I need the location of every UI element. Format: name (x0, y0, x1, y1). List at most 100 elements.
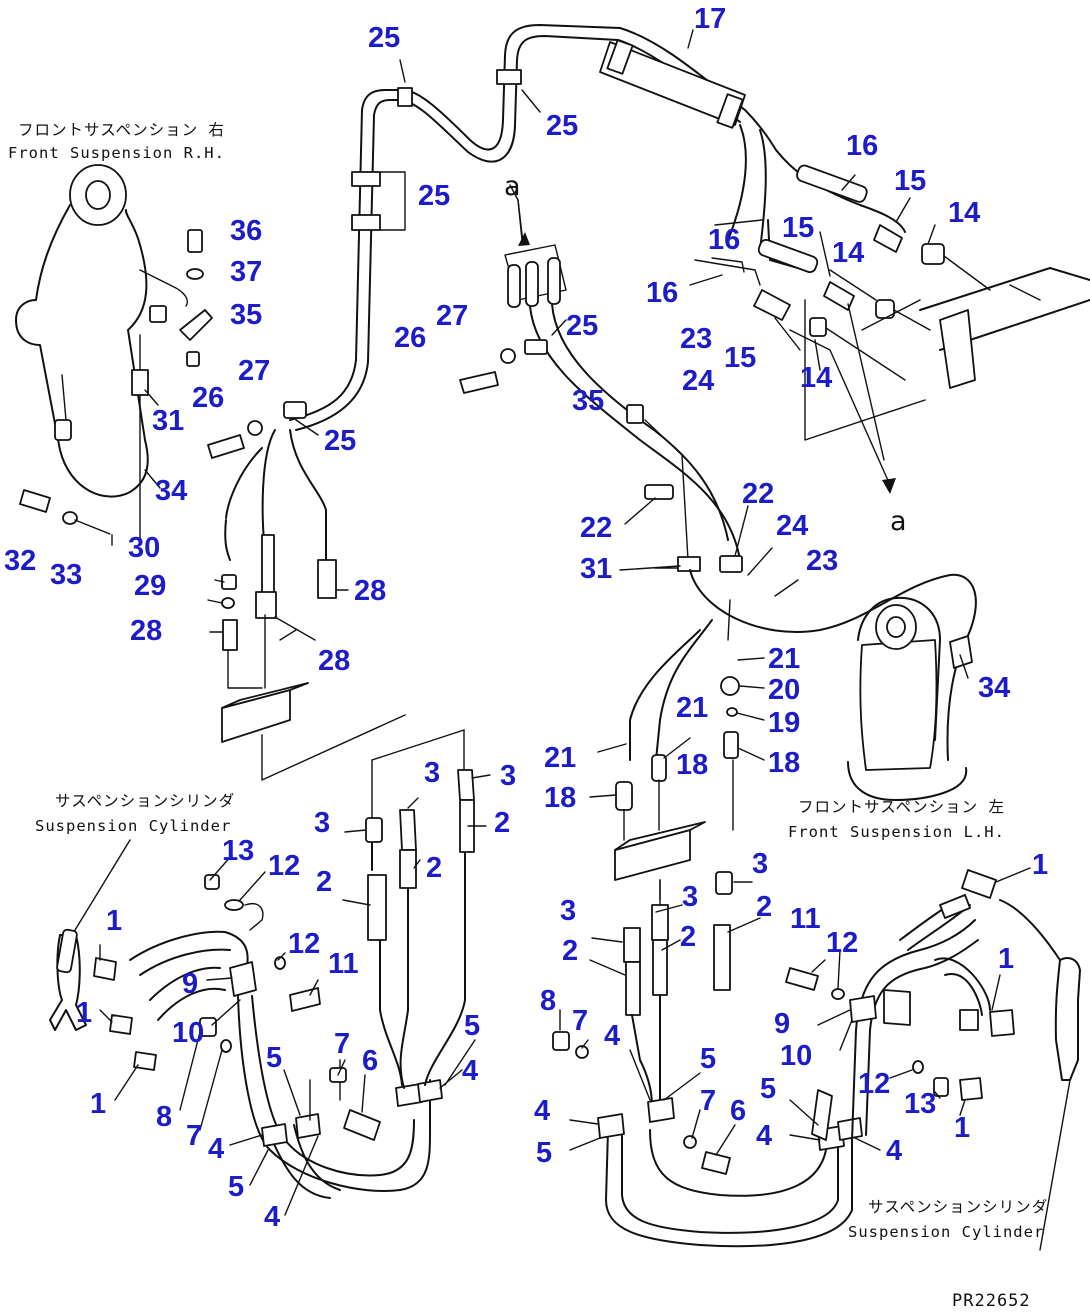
callout-4: 4 (208, 1133, 224, 1165)
callout-4: 4 (756, 1120, 772, 1152)
callout-36: 36 (230, 215, 262, 247)
callout-14: 14 (948, 197, 980, 229)
callout-14: 14 (832, 237, 864, 269)
callout-27: 27 (436, 300, 468, 332)
left-manifold-group (221, 429, 465, 781)
callout-9: 9 (182, 968, 198, 1000)
callout-25: 25 (418, 180, 450, 212)
callout-31: 31 (580, 553, 612, 585)
callout-15: 15 (782, 212, 814, 244)
callout-13: 13 (222, 835, 254, 867)
captions: フロントサスペンション 右 Front Suspension R.H. フロント… (8, 121, 1048, 1311)
callout-4: 4 (604, 1020, 620, 1052)
callout-10: 10 (172, 1017, 204, 1049)
caption-front-lh-jp: フロントサスペンション 左 (798, 798, 1005, 816)
caption-susp-cyl-right-en: Suspension Cylinder (848, 1223, 1044, 1241)
callout-33: 33 (50, 559, 82, 591)
caption-susp-cyl-left-en: Suspension Cylinder (35, 817, 231, 835)
callout-4: 4 (886, 1135, 902, 1167)
callout-22: 22 (742, 478, 774, 510)
callout-1: 1 (998, 943, 1014, 975)
callout-24: 24 (682, 365, 714, 397)
callout-3: 3 (314, 807, 330, 839)
callout-16: 16 (646, 277, 678, 309)
callout-21: 21 (676, 692, 708, 724)
caption-susp-cyl-right-jp: サスペンションシリンダ (868, 1198, 1048, 1216)
callout-4: 4 (462, 1055, 478, 1087)
callout-12: 12 (268, 850, 300, 882)
callout-1: 1 (106, 905, 122, 937)
lower-right-hose-assembly (552, 869, 1081, 1251)
callout-18: 18 (768, 747, 800, 779)
callout-32: 32 (4, 545, 36, 577)
callout-2: 2 (680, 921, 696, 953)
callout-9: 9 (774, 1008, 790, 1040)
callout-5: 5 (464, 1010, 480, 1042)
callout-30: 30 (128, 532, 160, 564)
callout-16: 16 (846, 130, 878, 162)
caption-front-rh-jp: フロントサスペンション 右 (18, 121, 225, 139)
callout-19: 19 (768, 707, 800, 739)
callout-5: 5 (266, 1042, 282, 1074)
callout-34: 34 (155, 475, 187, 507)
callout-8: 8 (540, 985, 556, 1017)
callout-25: 25 (566, 310, 598, 342)
callout-29: 29 (134, 570, 166, 602)
caption-front-rh-en: Front Suspension R.H. (8, 144, 225, 162)
view-a-arrowhead (882, 478, 896, 494)
callout-6: 6 (730, 1095, 746, 1127)
callout-35: 35 (572, 385, 604, 417)
callout-34: 34 (978, 672, 1010, 704)
callout-15: 15 (894, 165, 926, 197)
caption-front-lh-en: Front Suspension L.H. (788, 823, 1005, 841)
frame-fittings-group (694, 164, 1090, 486)
callout-22: 22 (580, 512, 612, 544)
front-suspension-rh (15, 164, 263, 546)
callout-12: 12 (826, 927, 858, 959)
callout-3: 3 (682, 881, 698, 913)
callout-5: 5 (700, 1043, 716, 1075)
view-ref-label: a (890, 506, 907, 537)
callout-1: 1 (954, 1112, 970, 1144)
callout-25: 25 (368, 22, 400, 54)
callout-16: 16 (708, 224, 740, 256)
callout-2: 2 (756, 891, 772, 923)
callout-18: 18 (544, 782, 576, 814)
callout-7: 7 (700, 1085, 716, 1117)
callout-23: 23 (806, 545, 838, 577)
callout-2: 2 (562, 935, 578, 967)
callout-2: 2 (316, 866, 332, 898)
callout-25: 25 (546, 110, 578, 142)
view-a-group (459, 199, 743, 573)
callout-3: 3 (560, 895, 576, 927)
callout-5: 5 (228, 1171, 244, 1203)
callout-15: 15 (724, 342, 756, 374)
callout-12: 12 (288, 928, 320, 960)
callout-25: 25 (324, 425, 356, 457)
caption-susp-cyl-left-jp: サスペンションシリンダ (55, 792, 235, 810)
right-manifold-group (614, 599, 740, 901)
callout-1: 1 (1032, 849, 1048, 881)
callout-numbers: 17 25 25 25 25 25 16 16 16 15 15 15 14 1… (4, 3, 1048, 1233)
view-a-arrowhead (518, 232, 530, 246)
callout-26: 26 (192, 382, 224, 414)
drawing-code: PR22652 (952, 1291, 1031, 1311)
callout-2: 2 (494, 807, 510, 839)
callout-21: 21 (544, 742, 576, 774)
callout-8: 8 (156, 1101, 172, 1133)
callout-20: 20 (768, 674, 800, 706)
callout-17: 17 (694, 3, 726, 35)
callout-24: 24 (776, 510, 808, 542)
callout-23: 23 (680, 323, 712, 355)
callout-13: 13 (904, 1088, 936, 1120)
callout-4: 4 (264, 1201, 280, 1233)
callout-28: 28 (318, 645, 350, 677)
callout-10: 10 (780, 1040, 812, 1072)
callout-5: 5 (760, 1073, 776, 1105)
callout-4: 4 (534, 1095, 550, 1127)
callout-7: 7 (186, 1120, 202, 1152)
callout-28: 28 (354, 575, 386, 607)
callout-7: 7 (334, 1028, 350, 1060)
callout-3: 3 (500, 760, 516, 792)
